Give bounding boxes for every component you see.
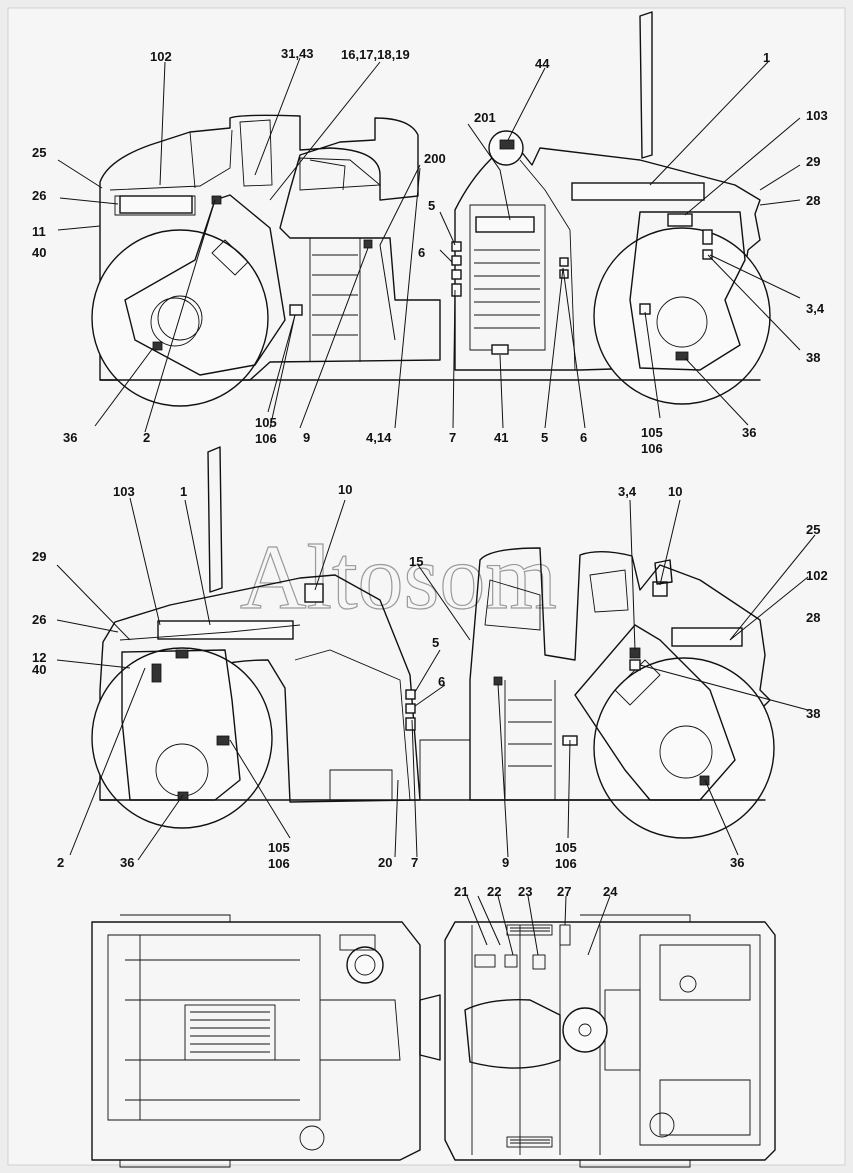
top-left-drum (91, 229, 269, 407)
bottom-plan-view: 21 22 23 27 24 (91, 884, 776, 1168)
middle-left-body (91, 446, 471, 829)
callout-36b-m: 36 (730, 855, 744, 870)
middle-side-view: 103 1 10 3,4 10 25 102 29 26 12 40 15 5 … (32, 446, 828, 871)
callout-21-b: 21 (454, 884, 468, 899)
callout-29: 29 (806, 154, 820, 169)
callout-102: 102 (150, 49, 172, 64)
callout-31-43: 31,43 (281, 46, 314, 61)
callout-105b: 105 (641, 425, 663, 440)
decal-102-middle (671, 627, 743, 647)
callout-9: 9 (303, 430, 310, 445)
callout-1: 1 (763, 50, 770, 65)
callout-44: 44 (535, 56, 550, 71)
callout-36b: 36 (742, 425, 756, 440)
callout-106: 106 (255, 431, 277, 446)
callout-7-m: 7 (411, 855, 418, 870)
callout-1-m: 1 (180, 484, 187, 499)
top-side-view: 102 31,43 16,17,18,19 44 1 103 25 26 11 … (32, 11, 828, 456)
callout-12-m: 12 (32, 650, 46, 665)
callout-38: 38 (806, 350, 820, 365)
callout-25: 25 (32, 145, 46, 160)
top-right-body (451, 11, 771, 405)
callout-10-m: 10 (338, 482, 352, 497)
decal-1-top (571, 182, 705, 201)
callout-6: 6 (418, 245, 425, 260)
watermark-text: Altosom (240, 526, 557, 628)
callout-5-m: 5 (432, 635, 439, 650)
callout-7: 7 (449, 430, 456, 445)
callout-106b: 106 (641, 441, 663, 456)
callout-38-m: 38 (806, 706, 820, 721)
decal-1-middle (157, 620, 294, 640)
callout-27-b: 27 (557, 884, 571, 899)
callout-10b-m: 10 (668, 484, 682, 499)
callout-40: 40 (32, 245, 46, 260)
callout-6-m: 6 (438, 674, 445, 689)
callout-3-4: 3,4 (806, 301, 825, 316)
callout-36-m: 36 (120, 855, 134, 870)
middle-left-drum (91, 647, 273, 829)
callout-2-m: 2 (57, 855, 64, 870)
callout-26-m: 26 (32, 612, 46, 627)
callout-20-m: 20 (378, 855, 392, 870)
callout-105-m: 105 (268, 840, 290, 855)
callout-15-m: 15 (409, 554, 423, 569)
callout-16-17-18-19: 16,17,18,19 (341, 47, 410, 62)
callout-24-b: 24 (603, 884, 618, 899)
callout-29-m: 29 (32, 549, 46, 564)
callout-106b-m: 106 (555, 856, 577, 871)
middle-right-drum (593, 657, 775, 839)
callout-11: 11 (32, 224, 46, 239)
callout-200: 200 (424, 151, 446, 166)
callout-23-b: 23 (518, 884, 532, 899)
callout-106-m: 106 (268, 856, 290, 871)
middle-right-body (469, 547, 775, 839)
top-right-drum (593, 227, 771, 405)
callout-102-m: 102 (806, 568, 828, 583)
callout-4-14: 4,14 (366, 430, 392, 445)
callout-36: 36 (63, 430, 77, 445)
callout-28-m: 28 (806, 610, 820, 625)
callout-103: 103 (806, 108, 828, 123)
callout-105: 105 (255, 415, 277, 430)
decal-102 (119, 195, 193, 214)
callout-40-m: 40 (32, 662, 46, 677)
callout-25-m: 25 (806, 522, 820, 537)
callout-26: 26 (32, 188, 46, 203)
callout-9-m: 9 (502, 855, 509, 870)
callout-6b: 6 (580, 430, 587, 445)
callout-105b-m: 105 (555, 840, 577, 855)
callout-22-b: 22 (487, 884, 501, 899)
callout-3-4-m: 3,4 (618, 484, 637, 499)
callout-5: 5 (428, 198, 435, 213)
callout-41: 41 (494, 430, 508, 445)
callout-2: 2 (143, 430, 150, 445)
decal-201 (475, 216, 535, 233)
callout-201: 201 (474, 110, 496, 125)
callout-103-m: 103 (113, 484, 135, 499)
callout-5b: 5 (541, 430, 548, 445)
callout-28: 28 (806, 193, 820, 208)
